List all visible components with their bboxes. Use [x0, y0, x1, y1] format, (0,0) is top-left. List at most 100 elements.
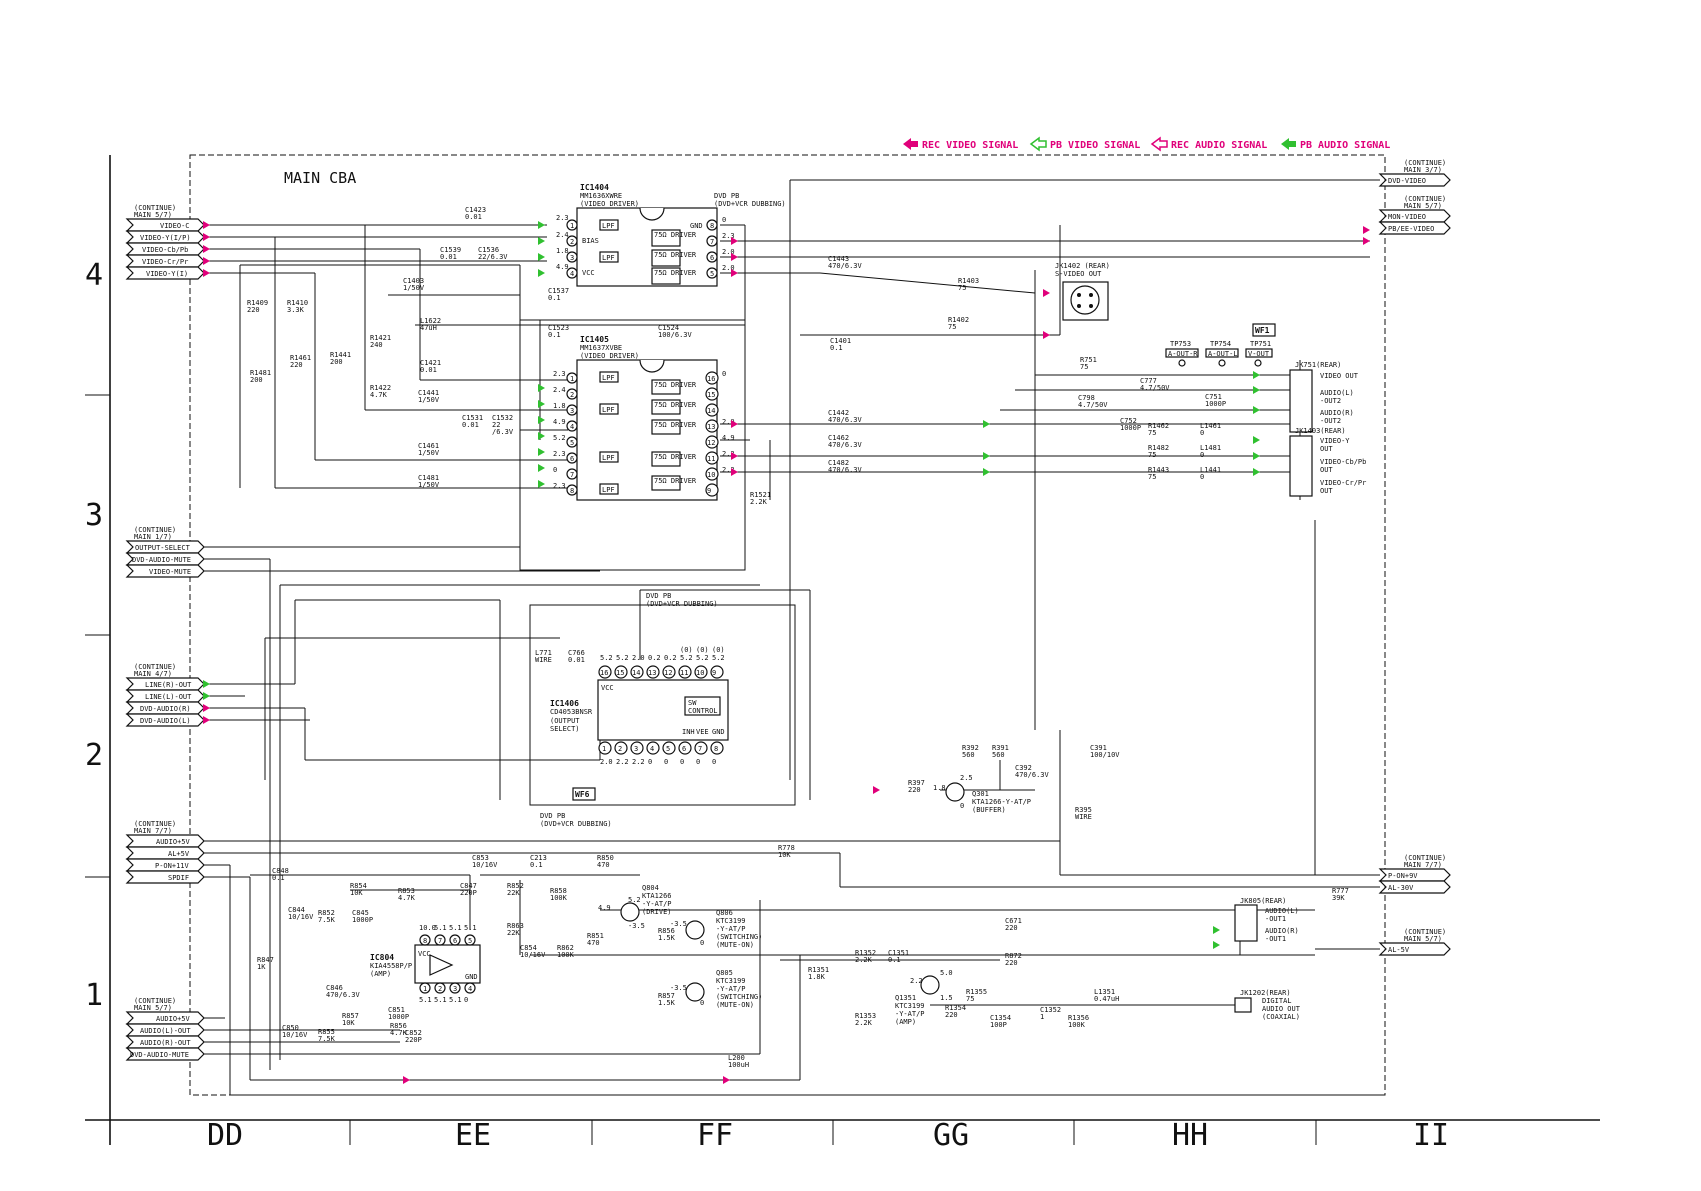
pin-voltage: 0: [553, 466, 557, 474]
grid-col-label: GG: [933, 1118, 969, 1153]
component-ref: R1353: [855, 1012, 876, 1020]
svg-text:-3.5: -3.5: [670, 920, 687, 928]
signal-arrow-icon: [538, 253, 545, 261]
svg-text:VIDEO-Cb/Pb: VIDEO-Cb/Pb: [1320, 458, 1366, 466]
ic-pin-number: 9: [707, 487, 711, 495]
connector-header: (CONTINUE): [1404, 159, 1446, 167]
component-ref: C213: [530, 854, 547, 862]
ic-pin: [710, 741, 724, 755]
component-value: 100uH: [728, 1061, 749, 1069]
component-ref: C1443: [828, 255, 849, 263]
ic-pin: [614, 741, 628, 755]
grid-row-label: 2: [85, 738, 103, 773]
svg-text:-OUT2: -OUT2: [1320, 417, 1341, 425]
component-value: 560: [992, 751, 1005, 759]
svg-text:OUT: OUT: [1320, 445, 1333, 453]
component-value: 4.7/50V: [1078, 401, 1108, 409]
component-ref: L771: [535, 649, 552, 657]
svg-text:LPF: LPF: [602, 374, 615, 382]
rec-audio-arrow-icon: [1150, 136, 1168, 152]
svg-text:5.2: 5.2: [628, 896, 641, 904]
ic-pin-number: 5: [666, 745, 670, 753]
svg-text:2.4: 2.4: [556, 231, 569, 239]
pin-voltage: 2.0: [632, 654, 645, 662]
component-ref: R1410: [287, 299, 308, 307]
svg-text:JK1202(REAR): JK1202(REAR): [1240, 989, 1291, 997]
component-ref: R850: [597, 854, 614, 862]
legend-label: PB AUDIO SIGNAL: [1300, 140, 1390, 151]
ic-pin: [449, 934, 461, 946]
connector-signal: AL-30V: [1388, 884, 1414, 892]
component-ref: R872: [1005, 952, 1022, 960]
svg-text:75Ω DRIVER: 75Ω DRIVER: [654, 231, 697, 239]
component-ref: C1403: [403, 277, 424, 285]
component-value: 220: [1005, 924, 1018, 932]
component-value: 0.01: [462, 421, 479, 429]
component-value: 47uH: [420, 324, 437, 332]
svg-text:(DVD+VCR DUBBING): (DVD+VCR DUBBING): [646, 600, 718, 608]
connector-header: MAIN 1/7): [134, 533, 172, 541]
ic-pin: [566, 484, 578, 496]
component-value: 100/6.3V: [658, 331, 693, 339]
signal-arrow-icon: [731, 237, 738, 245]
ic-pin-number: 16: [600, 669, 608, 677]
ic-pin-number: 12: [664, 669, 672, 677]
component-ref: C752: [1120, 417, 1137, 425]
component-value: 22/6.3V: [478, 253, 508, 261]
component-ref: R847: [257, 956, 274, 964]
grid-col-label: II: [1413, 1118, 1449, 1153]
svg-text:A-OUT-R: A-OUT-R: [1168, 350, 1198, 358]
svg-text:Q804: Q804: [642, 884, 659, 892]
pin-voltage: (0): [696, 646, 709, 654]
component-value: 0.1: [272, 874, 285, 882]
ic-pin-number: 10: [696, 669, 704, 677]
component-ref: C1524: [658, 324, 679, 332]
grid-col-label: EE: [455, 1118, 491, 1153]
pin-voltage: 5.2: [680, 654, 693, 662]
ic-pin-number: 13: [707, 423, 715, 431]
svg-text:2.2: 2.2: [910, 977, 923, 985]
component-ref: L1622: [420, 317, 441, 325]
component-value: 220: [247, 306, 260, 314]
pin-voltage: 2.3: [553, 370, 566, 378]
connector-header: MAIN 7/7): [134, 827, 172, 835]
ic1404: IC1404 MM1636XWRE (VIDEO DRIVER) 2.3 2.4…: [556, 183, 735, 287]
connector-header: MAIN 5/7): [134, 1004, 172, 1012]
ic-pin-number: 5: [468, 937, 472, 945]
pin-voltage: 2.0: [722, 418, 735, 426]
q301-symbol: [945, 782, 965, 802]
ic-pin-number: 13: [648, 669, 656, 677]
component-ref: R1441: [330, 351, 351, 359]
svg-text:-OUT1: -OUT1: [1265, 915, 1286, 923]
svg-text:5: 5: [710, 270, 714, 278]
svg-text:3: 3: [570, 254, 574, 262]
svg-text:2.5: 2.5: [960, 774, 973, 782]
component-ref: C1462: [828, 434, 849, 442]
ic-pin: [630, 741, 644, 755]
signal-arrow-icon: [873, 786, 880, 794]
component-ref: C854: [520, 944, 537, 952]
svg-text:CONTROL: CONTROL: [688, 707, 718, 715]
svg-text:JK1403(REAR): JK1403(REAR): [1295, 427, 1346, 435]
component-value: 1/50V: [418, 449, 440, 457]
component-value: 0: [1200, 451, 1204, 459]
signal-arrow-icon: [731, 468, 738, 476]
component-value: 220: [908, 786, 921, 794]
svg-text:(VIDEO DRIVER): (VIDEO DRIVER): [580, 200, 639, 208]
ic-pin-number: 7: [438, 937, 442, 945]
svg-text:-Y-AT/P: -Y-AT/P: [895, 1010, 925, 1018]
svg-text:S-VIDEO OUT: S-VIDEO OUT: [1055, 270, 1102, 278]
svg-text:Q806: Q806: [716, 909, 733, 917]
signal-arrow-icon: [538, 480, 545, 488]
connector-header: (CONTINUE): [1404, 195, 1446, 203]
component-ref: R856: [390, 1022, 407, 1030]
component-value: 0.1: [548, 331, 561, 339]
svg-text:1.5: 1.5: [940, 994, 953, 1002]
component-value: 100K: [557, 951, 575, 959]
ic-pin-number: 4: [468, 985, 472, 993]
component-value: 0.01: [465, 213, 482, 221]
component-ref: C798: [1078, 394, 1095, 402]
component-ref: R778: [778, 844, 795, 852]
component-ref: R395: [1075, 806, 1092, 814]
svg-text:(SWITCHING): (SWITCHING): [716, 933, 762, 941]
